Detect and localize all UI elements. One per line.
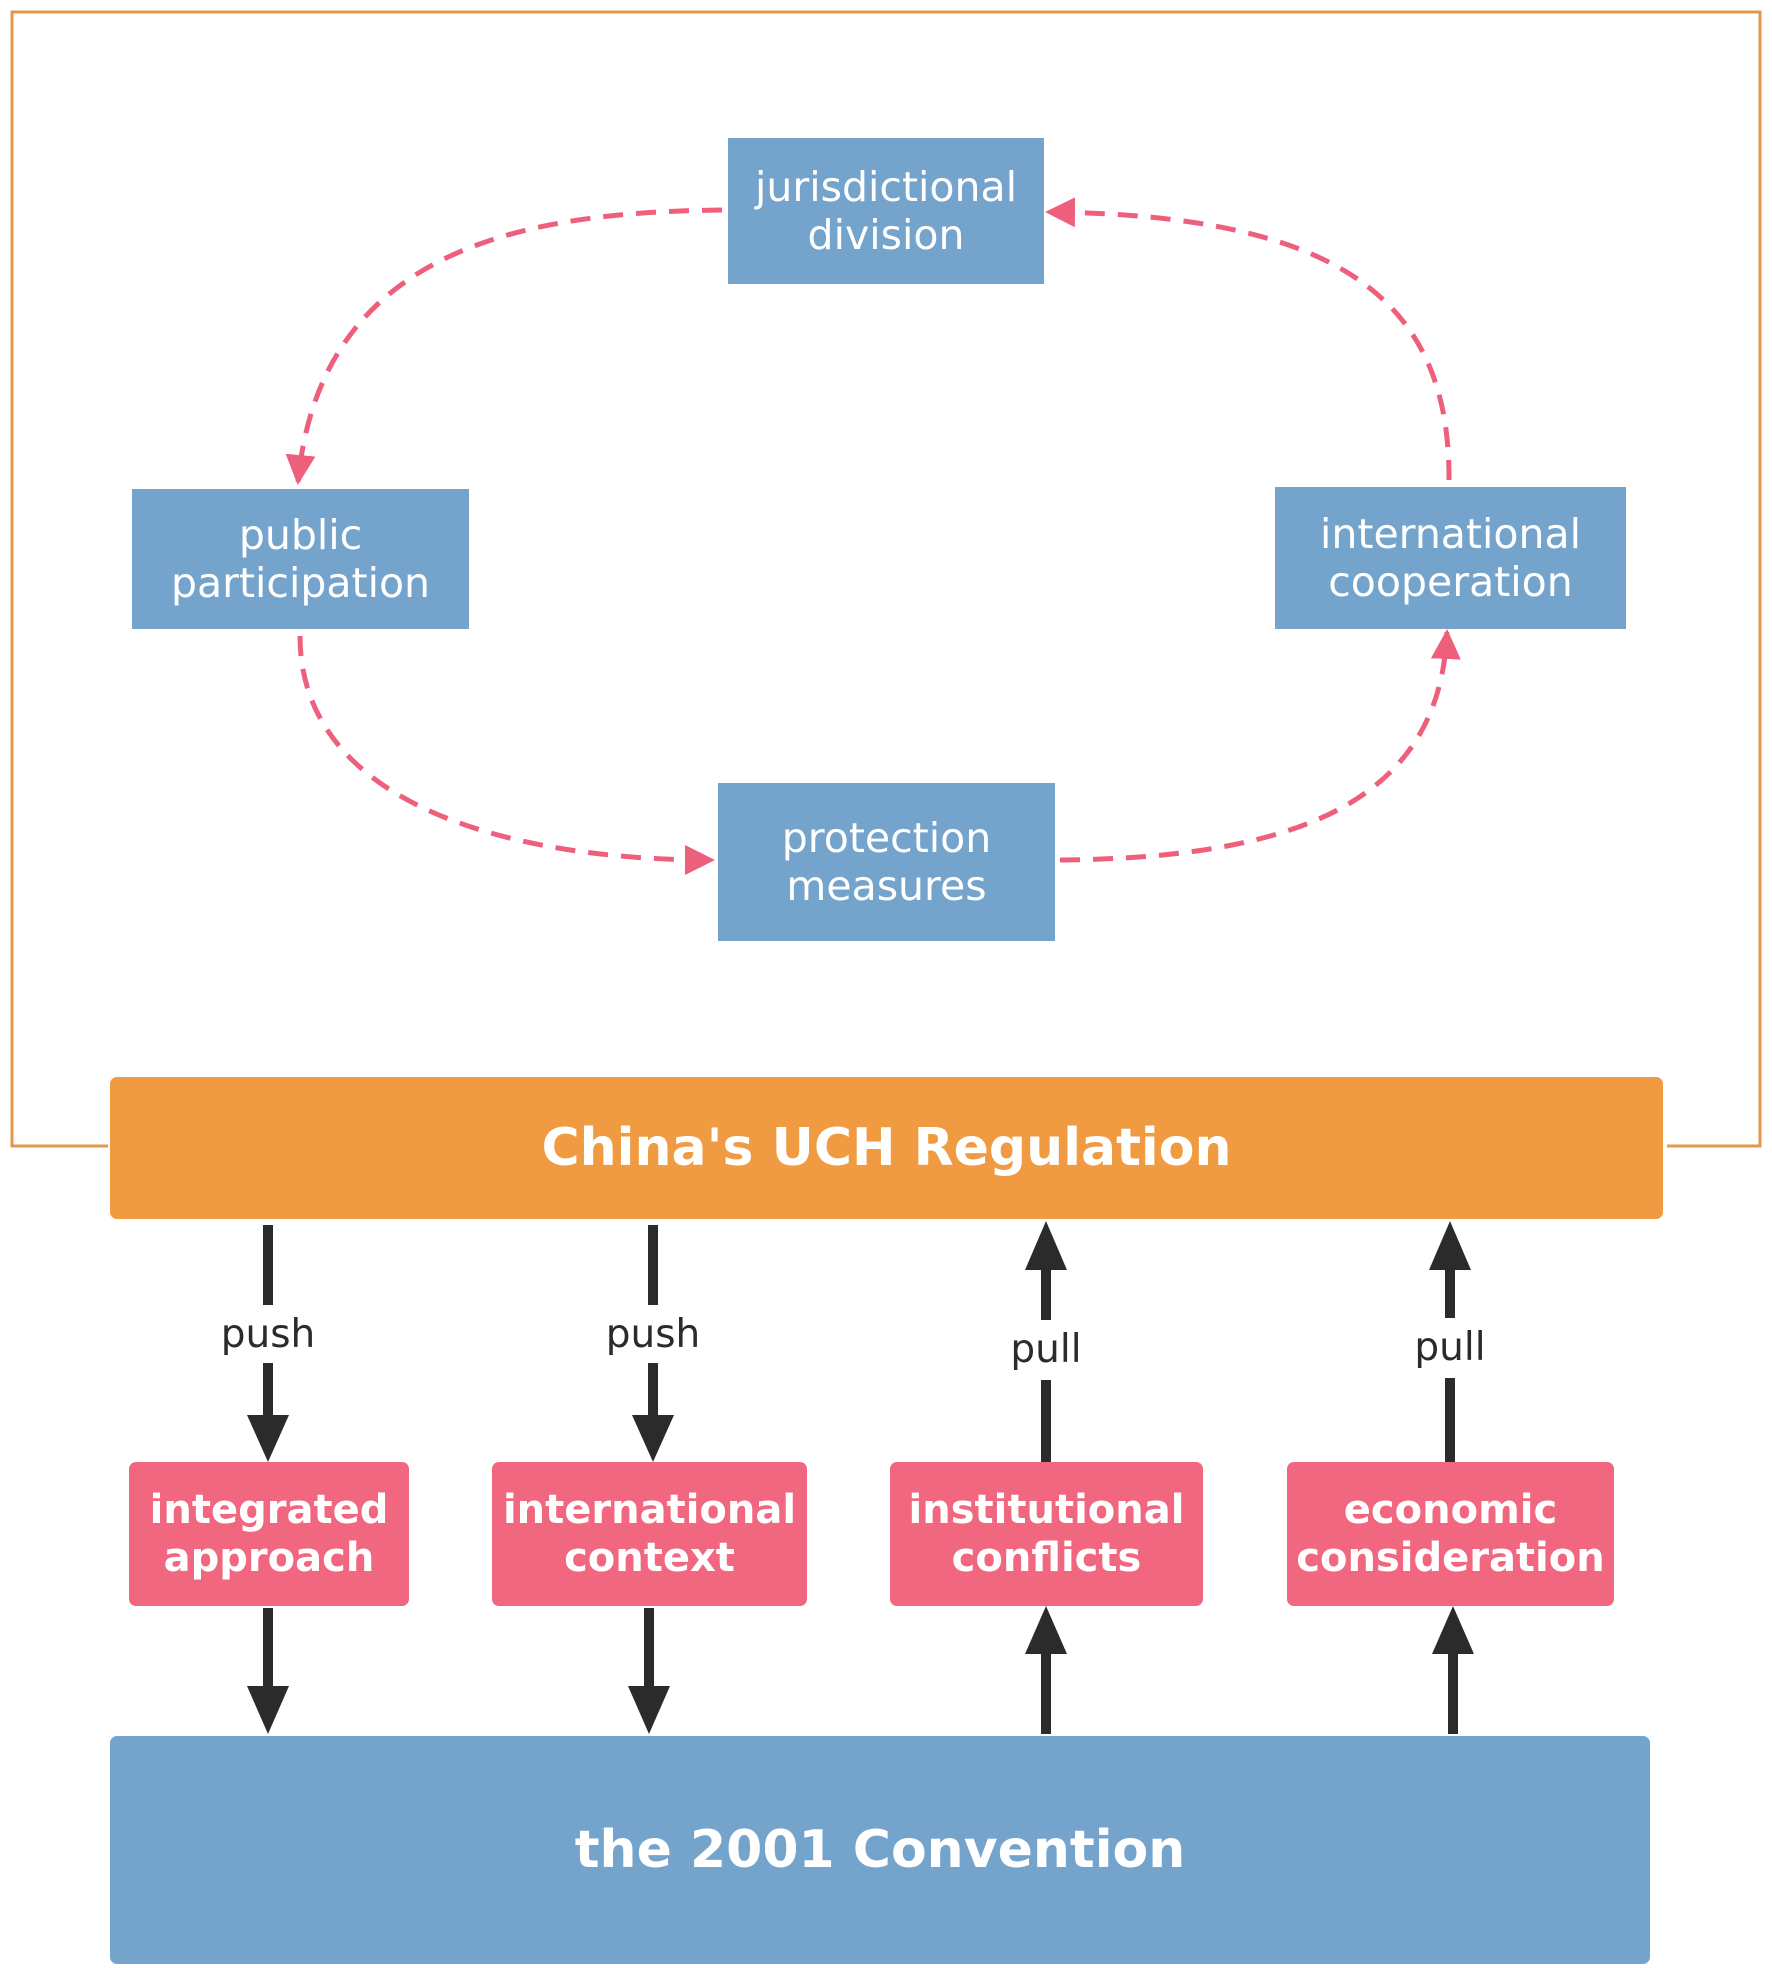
public-participation-line-2: participation	[170, 559, 431, 607]
push-label-2: push	[597, 1310, 709, 1360]
international-cooperation-line-1: international	[1320, 510, 1581, 558]
push-arrow-1-head	[247, 1415, 289, 1462]
pull-label-1: pull	[1002, 1325, 1090, 1375]
pull-arrow-1-head-top	[1025, 1221, 1067, 1270]
institutional-conflicts-line-2: conflicts	[951, 1535, 1142, 1581]
public-participation-box: public participation	[132, 489, 469, 629]
international-cooperation-line-2: cooperation	[1328, 558, 1573, 606]
outer-frame	[10, 10, 1762, 1148]
arrow-jurisdiction-to-public	[285, 207, 723, 485]
pull-label-2: pull	[1406, 1323, 1494, 1373]
integrated-approach-box: integrated approach	[129, 1462, 409, 1606]
integrated-approach-line-1: integrated	[149, 1487, 389, 1533]
arrow-cooperation-to-jurisdiction	[1045, 197, 1452, 481]
regulation-bar: China's UCH Regulation	[110, 1077, 1663, 1219]
arrow-protection-to-cooperation	[1059, 629, 1461, 863]
convention-bar: the 2001 Convention	[110, 1736, 1650, 1964]
protection-measures-box: protection measures	[718, 783, 1055, 941]
institutional-conflicts-line-1: institutional	[908, 1487, 1185, 1533]
push-arrow-2-head-bottom	[628, 1686, 670, 1734]
economic-consideration-line-1: economic	[1343, 1487, 1558, 1533]
institutional-conflicts-box: institutional conflicts	[890, 1462, 1203, 1606]
pull-arrow-1-head-bottom	[1025, 1606, 1067, 1654]
international-cooperation-box: international cooperation	[1275, 487, 1626, 629]
jurisdictional-division-line-2: division	[807, 211, 965, 259]
push-arrow-2-head	[632, 1415, 674, 1462]
push-arrow-1-head-bottom	[247, 1686, 289, 1734]
convention-title: the 2001 Convention	[574, 1820, 1186, 1880]
public-participation-line-1: public	[238, 511, 363, 559]
arrow-public-to-protection	[297, 635, 715, 875]
economic-consideration-box: economic consideration	[1287, 1462, 1614, 1606]
pull-arrow-2-head-bottom	[1432, 1606, 1474, 1654]
integrated-approach-line-2: approach	[163, 1535, 375, 1581]
international-context-line-1: international	[502, 1487, 797, 1533]
international-context-line-2: context	[564, 1535, 735, 1581]
regulation-title: China's UCH Regulation	[541, 1118, 1232, 1178]
pull-arrow-2-head-top	[1429, 1221, 1471, 1270]
international-context-box: international context	[492, 1462, 807, 1606]
protection-measures-line-1: protection	[781, 814, 992, 862]
push-label-1: push	[212, 1310, 324, 1360]
jurisdictional-division-box: jurisdictional division	[728, 138, 1044, 284]
economic-consideration-line-2: consideration	[1296, 1535, 1605, 1581]
jurisdictional-division-line-1: jurisdictional	[755, 163, 1017, 211]
protection-measures-line-2: measures	[786, 862, 987, 910]
